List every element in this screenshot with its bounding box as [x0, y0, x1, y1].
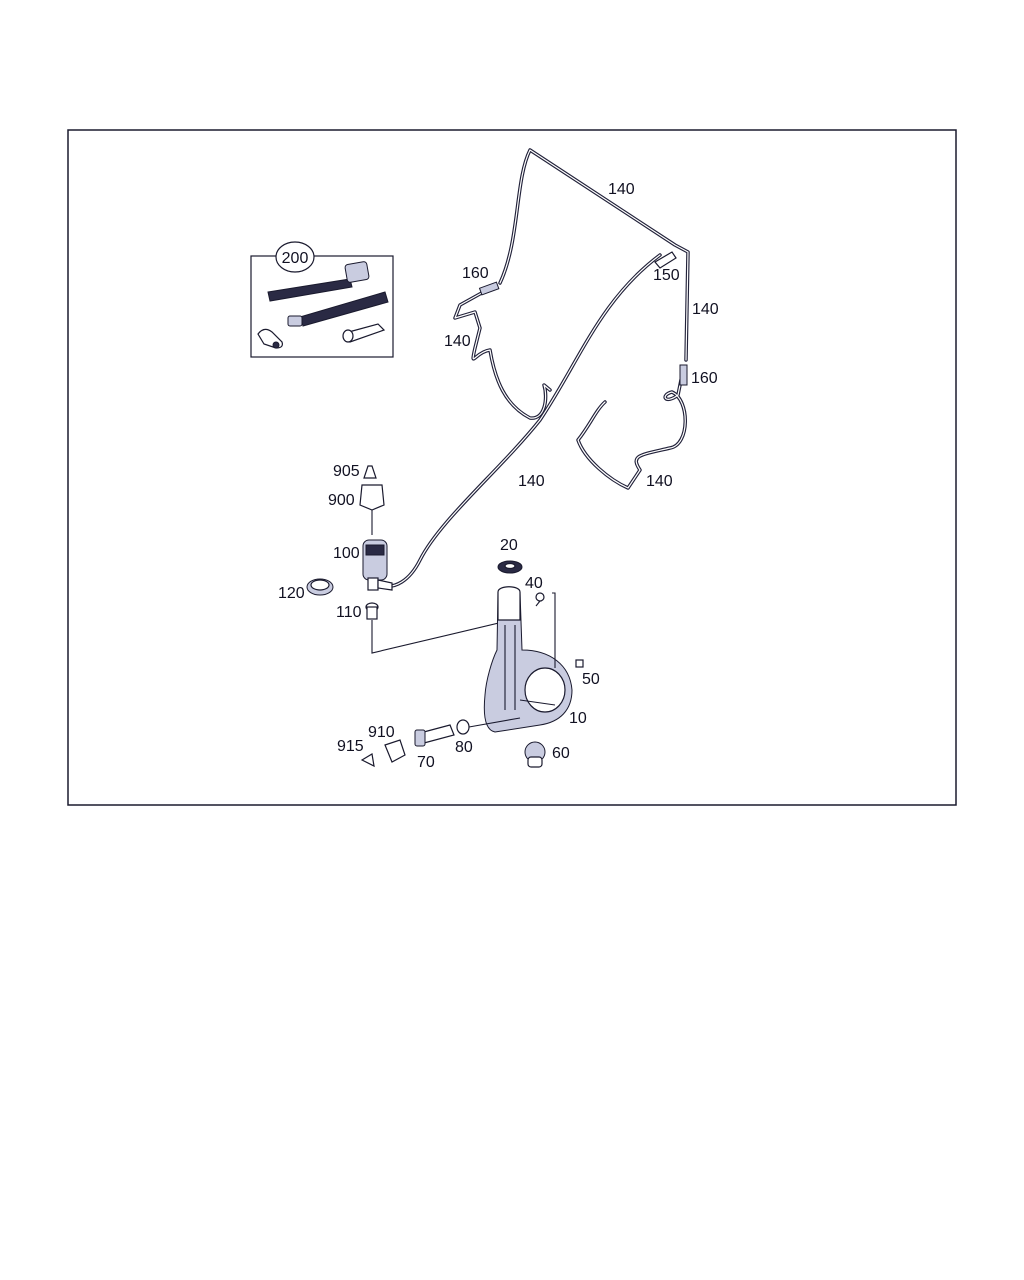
grommet-120 — [306, 578, 334, 596]
label-110: 110 — [336, 604, 362, 621]
label-140: 140 — [692, 301, 719, 318]
reservoir-10 — [483, 586, 573, 733]
grommet-60 — [524, 741, 546, 768]
label-910: 910 — [368, 724, 395, 741]
connector-150 — [654, 251, 677, 269]
label-80: 80 — [455, 739, 473, 756]
label-160: 160 — [462, 265, 489, 282]
label-150: 150 — [653, 267, 680, 284]
seal-80 — [456, 717, 521, 735]
plug-905 — [363, 465, 377, 479]
label-900: 900 — [328, 492, 355, 509]
kit-200 — [250, 241, 394, 358]
label-60: 60 — [552, 745, 570, 762]
label-20: 20 — [500, 537, 518, 554]
clip-50 — [575, 659, 584, 668]
connector-160-right — [679, 364, 688, 386]
label-100: 100 — [333, 545, 360, 562]
diagram-frame — [67, 129, 957, 806]
label-70: 70 — [417, 754, 435, 771]
connector-900 — [359, 484, 385, 535]
label-140: 140 — [608, 181, 635, 198]
label-50: 50 — [582, 671, 600, 688]
pump-100 — [362, 539, 393, 591]
cap-20 — [497, 560, 523, 574]
label-140: 140 — [444, 333, 471, 350]
screw-40 — [535, 592, 556, 668]
label-40: 40 — [525, 575, 543, 592]
connector-160-left — [478, 281, 500, 296]
label-140: 140 — [646, 473, 673, 490]
grommet-110 — [365, 602, 379, 620]
label-10: 10 — [569, 710, 587, 727]
label-200: 200 — [282, 250, 309, 267]
plug-915 — [360, 753, 375, 768]
label-120: 120 — [278, 585, 305, 602]
connector-910 — [384, 739, 406, 763]
hose-140 — [378, 148, 690, 588]
label-140: 140 — [518, 473, 545, 490]
label-905: 905 — [333, 463, 360, 480]
label-915: 915 — [337, 738, 364, 755]
label-160: 160 — [691, 370, 718, 387]
sensor-70 — [414, 724, 455, 747]
